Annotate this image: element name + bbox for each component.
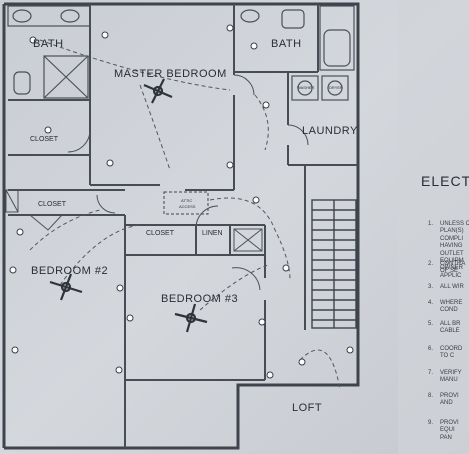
door-swings (29, 74, 309, 291)
ceiling-fans (49, 78, 208, 333)
note-number: 6. (428, 346, 434, 352)
note-line: OF SE (440, 268, 459, 275)
bedroom-3-label: BEDROOM #3 (161, 293, 239, 305)
note-line: TO C (440, 353, 455, 360)
bedroom-2-label: BEDROOM #2 (31, 265, 109, 277)
dryer-label: DRYER (329, 85, 343, 90)
closet-mid-label: CLOSET (146, 230, 175, 237)
bath-left-label: BATH (33, 38, 64, 50)
note-line: EQUI (440, 427, 455, 434)
note-line: CABLE (440, 328, 460, 335)
linen-label: LINEN (202, 230, 223, 237)
note-number: 8. (428, 393, 434, 399)
note-number: 5. (428, 321, 434, 327)
closet-left-label: CLOSET (38, 201, 67, 208)
note-line: PROVI (440, 393, 459, 399)
note-line: HAVING (440, 243, 463, 250)
note-line: ALL BR (440, 321, 461, 327)
notes-panel (398, 0, 469, 454)
note-line: COND (440, 307, 458, 314)
note-number: 7. (428, 370, 434, 376)
note-line: PAN (440, 434, 452, 441)
laundry-appliances (291, 75, 349, 101)
stairs (311, 199, 357, 329)
note-number: 3. (428, 284, 434, 290)
note-line: AND (440, 400, 453, 407)
note-number: 4. (428, 300, 434, 306)
interior-walls (8, 4, 358, 448)
note-number: 2. (428, 261, 434, 267)
note-number: 1. (428, 221, 434, 227)
note-line: OUTLET (440, 250, 464, 257)
electrical-outlets (9, 24, 354, 379)
note-line: OWNER (440, 265, 463, 272)
note-line: CONTRA (440, 261, 466, 267)
bath-right-label: BATH (271, 38, 302, 50)
note-line: MANU (440, 377, 458, 384)
laundry-label: LAUNDRY (302, 125, 358, 137)
note-line: COMPLI (440, 235, 464, 242)
attic-access-label: ATTIC (181, 198, 193, 203)
master-bedroom-label: MASTER BEDROOM (114, 68, 227, 80)
loft-label: LOFT (292, 402, 323, 414)
electrical-notes-title: ELECTR (421, 173, 469, 189)
note-line: VERIFY (440, 370, 462, 376)
note-line: COORD (440, 346, 463, 352)
attic-size-label: ACCESS (179, 204, 196, 209)
note-line: WHERE (440, 300, 463, 306)
note-line: EQUIPM (440, 258, 464, 265)
switch-wiring (29, 39, 341, 391)
note-line: ALL WIR (440, 284, 464, 290)
note-line: PLAN(S) (440, 228, 464, 235)
note-line: PROVI (440, 420, 459, 426)
note-number: 9. (428, 420, 434, 426)
exterior-walls (2, 2, 360, 450)
note-line: APPLIC (440, 272, 462, 279)
attic-access-box (163, 191, 209, 215)
bath-right-fixtures (240, 5, 355, 71)
washer-label: WASHER (297, 85, 315, 90)
linen-shelving (5, 189, 263, 252)
closet-upper-label: CLOSET (30, 136, 59, 143)
note-item: 3. ALL WIR (428, 284, 464, 291)
bath-left-fixtures (7, 5, 91, 99)
note-line: UNLESS C (440, 221, 469, 227)
